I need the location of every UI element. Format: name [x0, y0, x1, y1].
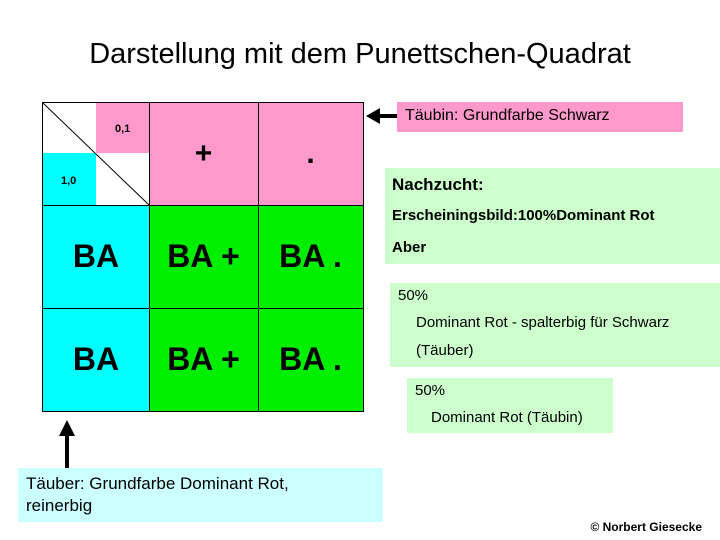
group1-line2: (Täuber)	[416, 342, 474, 359]
corner-male-quadrant	[43, 153, 96, 205]
grid-line	[43, 308, 363, 309]
group1-pct: 50%	[398, 287, 429, 304]
offspring-box: Nachzucht: Erscheiningsbild:100%Dominant…	[385, 168, 720, 264]
offspring-group-2: 50% Dominant Rot (Täubin)	[407, 378, 613, 433]
cell-r1-c1: BA +	[149, 205, 258, 308]
male-label-box: Täuber: Grundfarbe Dominant Rot, reinerb…	[18, 468, 383, 522]
arrow-up-icon	[59, 420, 75, 470]
grid-line	[149, 103, 150, 411]
offspring-group-1: 50% Dominant Rot - spalterbig für Schwar…	[390, 283, 720, 367]
offspring-but: Aber	[392, 239, 427, 256]
copyright: © Norbert Giesecke	[590, 520, 702, 534]
header-col-2: .	[258, 103, 363, 205]
corner-diagonal	[43, 103, 149, 205]
row-header-1: BA	[43, 205, 149, 308]
arrow-left-icon	[366, 108, 398, 124]
corner-female-quadrant	[96, 103, 149, 153]
group2-line1: Dominant Rot (Täubin)	[431, 409, 583, 426]
group1-line1: Dominant Rot - spalterbig für Schwarz	[416, 314, 670, 331]
cell-r2-c1: BA +	[149, 308, 258, 411]
cell-r2-c2: BA .	[258, 308, 363, 411]
offspring-phenotype: Erscheiningsbild:100%Dominant Rot	[392, 207, 655, 224]
corner-male-label: 1,0	[61, 175, 77, 187]
corner-cell: 0,1 1,0	[43, 103, 149, 205]
group2-pct: 50%	[415, 382, 446, 399]
grid-line	[43, 205, 363, 206]
header-col-1: +	[149, 103, 258, 205]
cell-r1-c2: BA .	[258, 205, 363, 308]
corner-female-label: 0,1	[115, 123, 131, 135]
page-title: Darstellung mit dem Punettschen-Quadrat	[89, 38, 631, 70]
row-header-2: BA	[43, 308, 149, 411]
male-label-line2: reinerbig	[26, 496, 93, 515]
female-label: Täubin: Grundfarbe Schwarz	[405, 107, 610, 124]
punnett-square: 0,1 1,0 + . BA BA + BA . BA BA + BA .	[42, 102, 364, 412]
female-label-box: Täubin: Grundfarbe Schwarz	[397, 102, 683, 132]
grid-line	[258, 103, 259, 411]
offspring-heading: Nachzucht:	[392, 175, 484, 194]
male-label-line1: Täuber: Grundfarbe Dominant Rot,	[26, 474, 289, 493]
